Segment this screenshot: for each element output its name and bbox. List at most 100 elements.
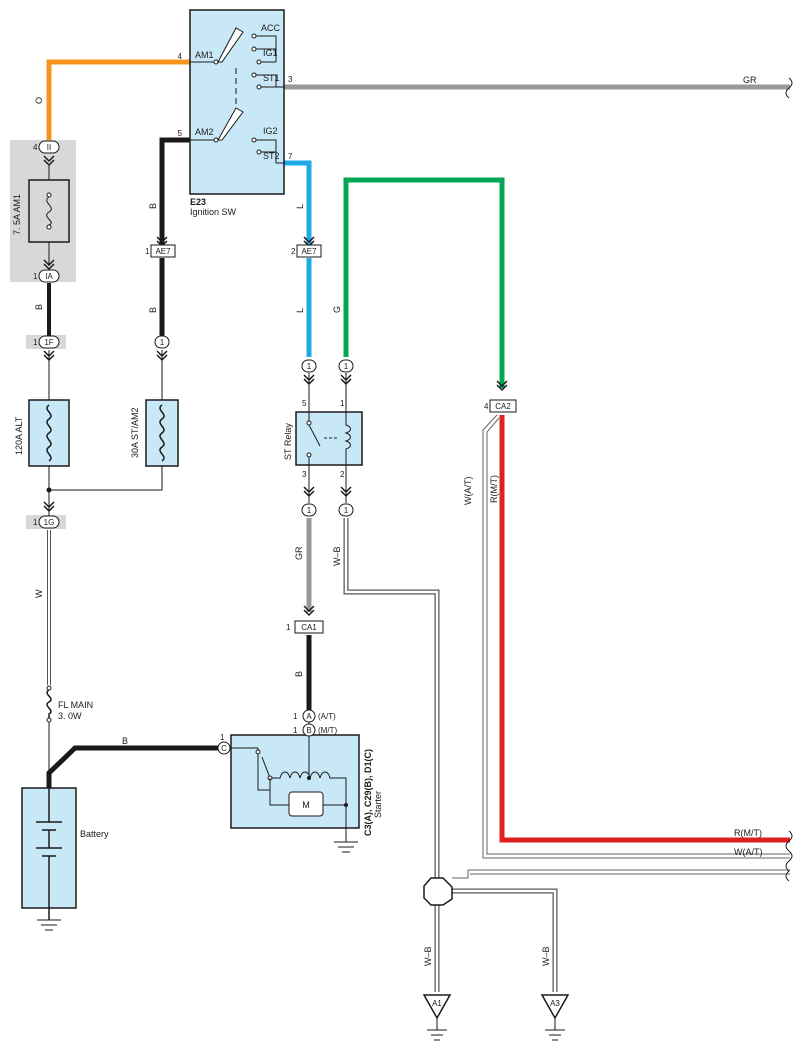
- wire-label-wb-3: W–B: [541, 946, 551, 966]
- ignition-switch-name: Ignition SW: [190, 207, 237, 217]
- fusible-link-fl-main: [46, 685, 52, 723]
- ground-a3: A3: [540, 994, 570, 1041]
- pin-st1: 3: [288, 75, 293, 84]
- wire-thin-join: [49, 466, 163, 491]
- connector-ca2-name: CA2: [495, 402, 511, 411]
- wire-label-l-1: L: [295, 204, 305, 209]
- connector-ia: 1 IA: [33, 259, 60, 283]
- pin-st2: 7: [288, 152, 293, 161]
- starter-pin-c-letter: C: [221, 744, 227, 753]
- connector-relay-in-l-name: 1: [307, 362, 312, 371]
- wire-black-am2: [159, 137, 190, 255]
- connector-ia-pin: 1: [33, 272, 38, 281]
- connector-ae7-left-pin: 1: [145, 247, 150, 256]
- terminal-ig1: IG1: [263, 48, 278, 58]
- connector-relay-out-gr: 1: [301, 486, 317, 517]
- fl-main-label-1: FL MAIN: [58, 700, 93, 710]
- wire-wb-a3-inner: [452, 889, 557, 992]
- fuse-am1-label: 7. 5A AM1: [12, 194, 22, 235]
- connector-relay-in-l: 1: [301, 359, 317, 386]
- wire-w-at: [482, 414, 790, 859]
- connector-ca2: 4 CA2: [484, 380, 517, 413]
- starter-pin-b-num: 1: [293, 726, 298, 735]
- wire-label-b-5: B: [122, 736, 128, 746]
- relay-pin-3: 3: [302, 470, 307, 479]
- pin-am1: 4: [178, 52, 183, 61]
- connector-am2-1-name: 1: [160, 338, 165, 347]
- relay-pin-2: 2: [340, 470, 345, 479]
- starter-pin-a-note: (A/T): [318, 712, 336, 721]
- connector-1g-pin: 1: [33, 518, 38, 527]
- break-mark-wat: [785, 850, 793, 882]
- connector-ca1: 1 CA1: [286, 605, 324, 634]
- fuse-st-am2: [145, 399, 179, 467]
- relay-pin-5: 5: [302, 399, 307, 408]
- wire-label-b-4: B: [294, 671, 304, 677]
- wire-green: [343, 177, 505, 388]
- ground-a3-label: A3: [550, 999, 560, 1008]
- wire-wb-relay-junction-inner: [344, 518, 439, 878]
- battery-label: Battery: [80, 829, 109, 839]
- connector-ia-name: IA: [45, 272, 53, 281]
- connector-relay-out-gr-name: 1: [307, 506, 312, 515]
- wire-label-g: G: [332, 306, 342, 313]
- wire-label-b-1: B: [34, 304, 44, 310]
- break-mark-gr: [785, 77, 793, 99]
- ground-a1-label: A1: [432, 999, 442, 1008]
- connector-ii-name: II: [47, 143, 51, 152]
- relay-pin-1: 1: [340, 399, 345, 408]
- wire-label-b-2: B: [148, 203, 158, 209]
- ignition-switch-ref: E23: [190, 197, 206, 207]
- wire-w-at-2: [486, 417, 790, 855]
- wire-label-r-mt: R(M/T): [489, 475, 499, 503]
- starter-pin-b: 1 B (M/T): [293, 723, 337, 737]
- wire-red-rmt: [499, 415, 790, 843]
- starter-pin-b-note: (M/T): [318, 726, 337, 735]
- wire-label-l-2: L: [295, 308, 305, 313]
- st-relay: [295, 411, 363, 466]
- wire-label-w: W: [34, 589, 44, 598]
- break-mark-rmt: [785, 830, 793, 852]
- fuse-alt: [28, 399, 70, 467]
- connector-1f: 1 1F: [33, 335, 60, 362]
- pin-am2: 5: [178, 129, 183, 138]
- right-label-gr: GR: [743, 75, 757, 85]
- terminal-am1: AM1: [195, 50, 214, 60]
- connector-ae7-right-name: AE7: [301, 247, 317, 256]
- terminal-st2: ST2: [263, 151, 280, 161]
- wire-w-at-to-junction-2: [452, 869, 790, 879]
- connector-relay-out-wb-name: 1: [344, 506, 349, 515]
- connector-ii: 4 II: [33, 140, 60, 167]
- wire-orange-am1: [46, 59, 190, 140]
- connector-ae7-left-name: AE7: [155, 247, 171, 256]
- starter-pin-a-num: 1: [293, 712, 298, 721]
- connector-ae7-right-pin: 2: [291, 247, 296, 256]
- wire-wb-a3: [452, 888, 558, 992]
- connector-relay-in-g-name: 1: [344, 362, 349, 371]
- starter-name: Starter: [373, 791, 383, 818]
- wire-label-o: O: [34, 97, 44, 104]
- wire-black-battery-starter: [46, 745, 218, 788]
- fuse-st-am2-label: 30A ST/AM2: [130, 407, 140, 458]
- connector-relay-out-wb: 1: [338, 486, 354, 517]
- fuse-am1: [28, 179, 70, 243]
- connector-ae7-left: 1 AE7: [145, 236, 176, 258]
- connector-ca1-pin: 1: [286, 623, 291, 632]
- starter-motor-label: M: [302, 800, 310, 810]
- relay-label: ST Relay: [283, 423, 293, 460]
- fl-main-label-2: 3. 0W: [58, 711, 82, 721]
- connector-ae7-right: 2 AE7: [291, 236, 322, 258]
- terminal-st1: ST1: [263, 73, 280, 83]
- right-label-rmt: R(M/T): [734, 828, 762, 838]
- connector-ii-pin: 4: [33, 143, 38, 152]
- terminal-am2: AM2: [195, 127, 214, 137]
- starter-pin-a: 1 A (A/T): [293, 709, 336, 723]
- ground-a1: A1: [422, 994, 452, 1041]
- right-label-wat: W(A/T): [734, 847, 763, 857]
- starter-ref: C3(A), C29(B), D1(C): [363, 749, 373, 836]
- wire-blue-st2: [284, 160, 312, 245]
- connector-1f-pin: 1: [33, 338, 38, 347]
- terminal-acc: ACC: [261, 23, 281, 33]
- wire-label-gr-1: GR: [294, 546, 304, 560]
- connector-relay-in-g: 1: [338, 359, 354, 386]
